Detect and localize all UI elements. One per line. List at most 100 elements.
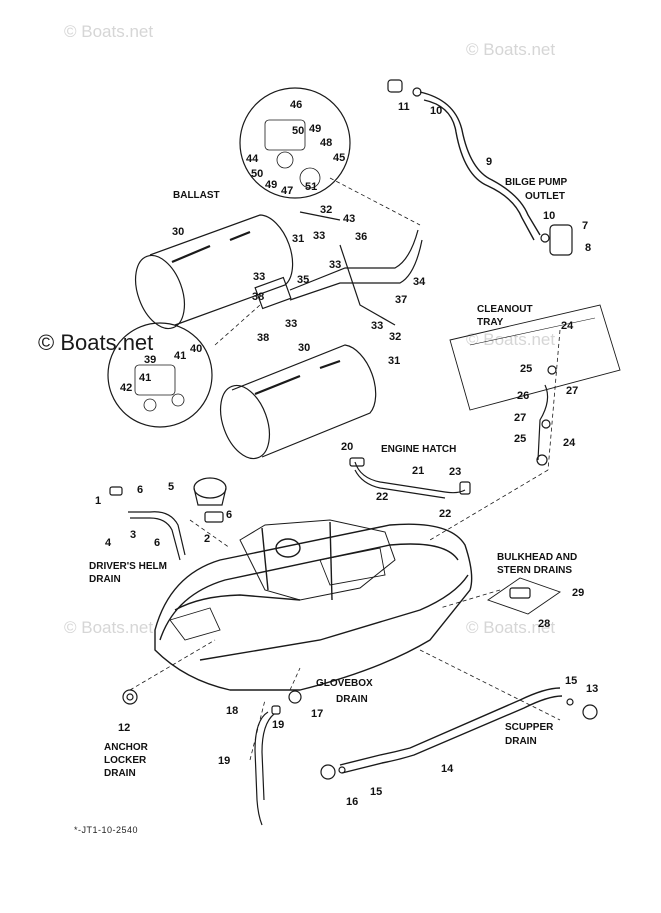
- part-number-37: 37: [395, 294, 407, 306]
- watermark: © Boats.net: [466, 40, 556, 59]
- part-number-10: 10: [543, 210, 555, 222]
- watermark: © Boats.net: [64, 618, 154, 637]
- part-number-24: 24: [561, 320, 574, 332]
- part-number-30: 30: [298, 342, 310, 354]
- part-number-5: 5: [168, 481, 174, 493]
- caption-bulkhead-stern-1: BULKHEAD AND: [497, 552, 578, 563]
- part-number-1: 1: [95, 495, 101, 507]
- caption-anchor-locker-drain-3: DRAIN: [104, 768, 136, 779]
- caption-cleanout-tray-1: CLEANOUT: [477, 304, 533, 315]
- part-number-41: 41: [139, 372, 151, 384]
- cleanout-tray: [449, 304, 621, 411]
- ballast-tank-lower: [219, 344, 377, 460]
- hose-34: [289, 229, 419, 291]
- part-number-33: 33: [253, 271, 265, 283]
- part-number-22: 22: [376, 491, 388, 503]
- caption-bilge-pump-outlet-1: BILGE PUMP: [505, 177, 568, 188]
- caption-engine-hatch: ENGINE HATCH: [381, 444, 457, 455]
- stern-drain-box: [487, 577, 561, 615]
- drawing-code: *-JT1-10-2540: [74, 825, 139, 835]
- part-number-38: 38: [257, 332, 269, 344]
- caption-bulkhead-stern-2: STERN DRAINS: [497, 565, 573, 576]
- part-number-15: 15: [565, 675, 577, 687]
- part-number-33: 33: [285, 318, 297, 330]
- part-number-28: 28: [538, 618, 550, 630]
- ballast-tank-upper: [134, 214, 294, 330]
- part-number-35: 35: [297, 274, 309, 286]
- part-number-8: 8: [585, 242, 591, 254]
- part-number-15: 15: [370, 786, 382, 798]
- part-number-25: 25: [514, 433, 526, 445]
- part-number-50: 50: [251, 168, 263, 180]
- part-number-47: 47: [281, 185, 293, 197]
- part-number-6: 6: [226, 509, 232, 521]
- part-number-17: 17: [311, 708, 323, 720]
- caption-bilge-pump-outlet-2: OUTLET: [525, 191, 565, 202]
- part-number-36: 36: [355, 231, 367, 243]
- part-number-10: 10: [430, 105, 442, 117]
- part-number-18: 18: [226, 705, 238, 717]
- part-number-45: 45: [333, 152, 345, 164]
- ballast-pump: [254, 276, 292, 310]
- part-number-32: 32: [320, 204, 332, 216]
- part-number-44: 44: [246, 153, 259, 165]
- part-number-24: 24: [563, 437, 576, 449]
- hose-14: [339, 687, 561, 766]
- part-number-51: 51: [305, 181, 317, 193]
- part-number-33: 33: [329, 259, 341, 271]
- helm-cup: [193, 477, 227, 499]
- part-number-11: 11: [398, 101, 410, 113]
- part-number-23: 23: [449, 466, 461, 478]
- part-number-27: 27: [566, 385, 578, 397]
- part-number-2: 2: [204, 533, 210, 545]
- part-number-9: 9: [486, 156, 492, 168]
- caption-scupper-drain-1: SCUPPER: [505, 722, 554, 733]
- part-number-6: 6: [154, 537, 160, 549]
- part-number-16: 16: [346, 796, 358, 808]
- part-number-29: 29: [572, 587, 584, 599]
- part-number-49: 49: [309, 123, 321, 135]
- part-number-20: 20: [341, 441, 353, 453]
- part-number-43: 43: [343, 213, 355, 225]
- hose-18: [254, 711, 269, 826]
- part-number-33: 33: [371, 320, 383, 332]
- hose-5: [128, 511, 186, 556]
- part-number-40: 40: [190, 343, 202, 355]
- caption-drivers-helm-drain-2: DRAIN: [89, 574, 121, 585]
- caption-anchor-locker-drain-2: LOCKER: [104, 755, 147, 766]
- part-number-26: 26: [517, 390, 529, 402]
- part-number-22: 22: [439, 508, 451, 520]
- part-number-6: 6: [137, 484, 143, 496]
- watermark: © Boats.net: [466, 330, 556, 349]
- part-number-48: 48: [320, 137, 332, 149]
- part-number-33: 33: [313, 230, 325, 242]
- caption-glovebox-drain-1: GLOVEBOX: [316, 678, 373, 689]
- part-number-27: 27: [514, 412, 526, 424]
- caption-glovebox-drain-2: DRAIN: [336, 694, 368, 705]
- part-number-49: 49: [265, 179, 277, 191]
- part-number-19: 19: [218, 755, 230, 767]
- part-number-39: 39: [144, 354, 156, 366]
- part-number-34: 34: [413, 276, 426, 288]
- part-number-42: 42: [120, 382, 132, 394]
- hose-37: [339, 244, 396, 326]
- part-number-3: 3: [130, 529, 136, 541]
- caption-drivers-helm-drain-1: DRIVER'S HELM: [89, 561, 167, 572]
- part-number-4: 4: [105, 537, 112, 549]
- part-number-12: 12: [118, 722, 130, 734]
- watermark-large: © Boats.net: [38, 330, 154, 355]
- part-number-46: 46: [290, 99, 302, 111]
- part-number-50: 50: [292, 125, 304, 137]
- part-number-30: 30: [172, 226, 184, 238]
- leader-lines: [129, 177, 561, 761]
- watermark: © Boats.net: [466, 618, 556, 637]
- part-number-13: 13: [586, 683, 598, 695]
- part-number-31: 31: [292, 233, 304, 245]
- hose-26: [537, 384, 549, 461]
- detail-circle-pump: [107, 322, 213, 428]
- part-number-7: 7: [582, 220, 588, 232]
- caption-ballast: BALLAST: [173, 190, 220, 201]
